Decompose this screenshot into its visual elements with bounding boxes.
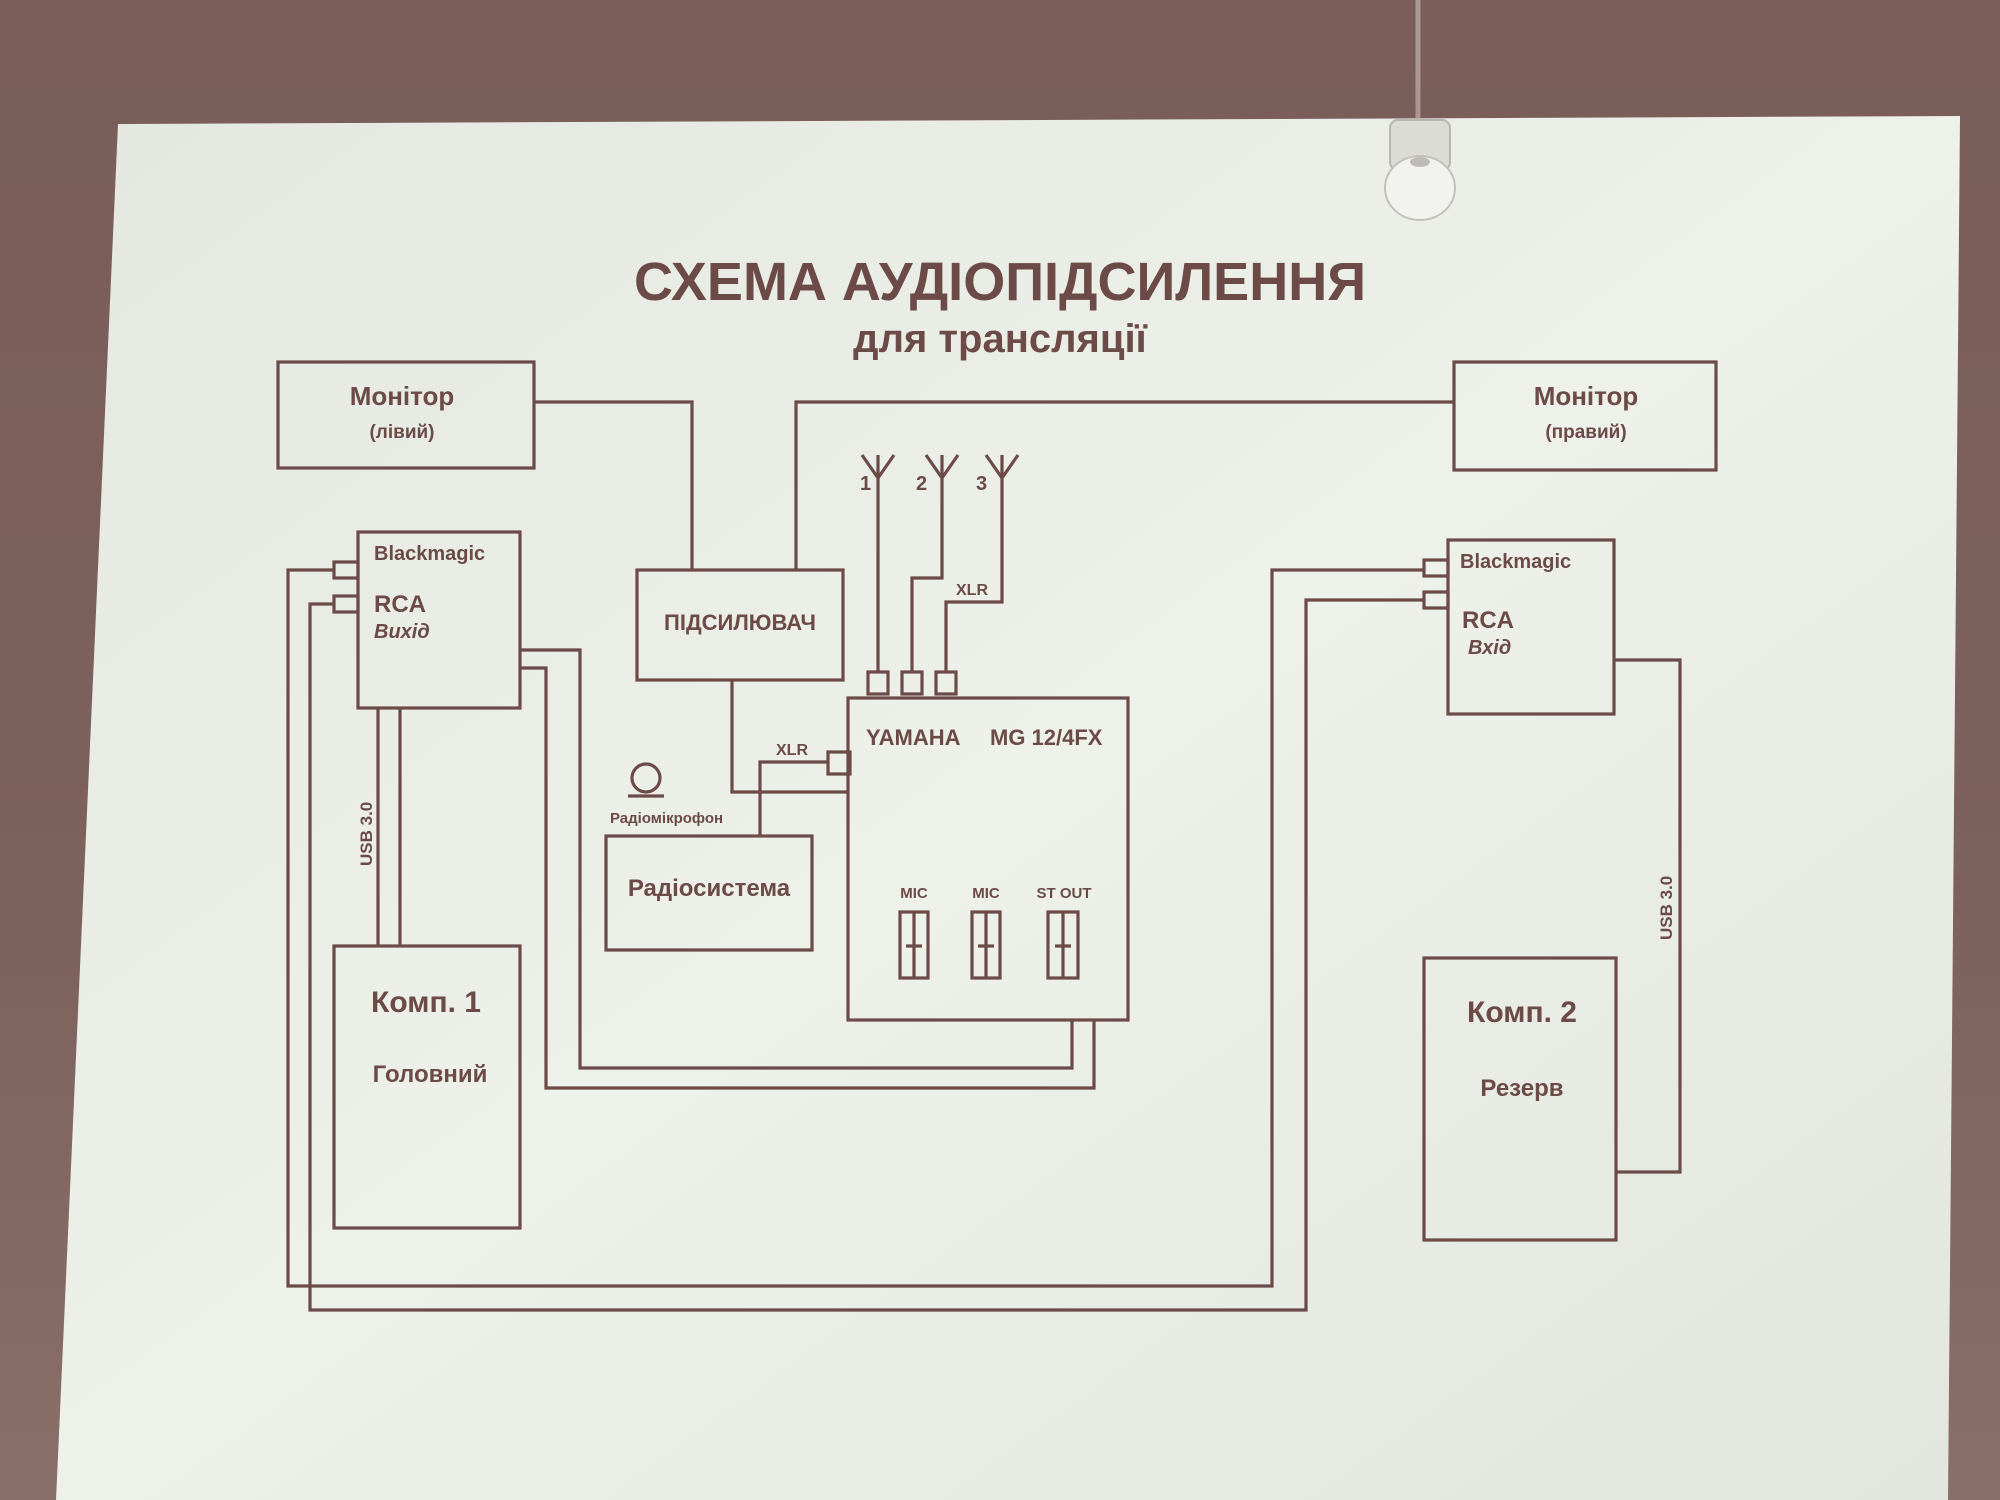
channel-st-out: ST OUT [1037, 885, 1092, 980]
channel-label: ST OUT [1037, 885, 1092, 902]
amplifier-box: ПІДСИЛЮВАЧ [635, 568, 845, 682]
comp1-name: Комп. 1 [371, 986, 481, 1019]
amplifier-label: ПІДСИЛЮВАЧ [664, 610, 816, 635]
blackmagic-left-port: RCA [374, 591, 426, 618]
blackmagic-left-box: Blackmagic RCA Вихід [332, 530, 522, 710]
comp1-role: Головний [373, 1061, 488, 1088]
blackmagic-right-dir: Вхід [1468, 637, 1511, 659]
blackmagic-right-name: Blackmagic [1460, 551, 1571, 573]
usb-left-label: USB 3.0 [357, 802, 376, 866]
wire-usb-right [1614, 658, 1682, 1174]
comp2-box: Комп. 2 Резерв [1422, 956, 1618, 1242]
radio-mic-icon [628, 762, 664, 798]
monitor-left-sub: (лівий) [369, 422, 434, 443]
xlr-top-label: XLR [956, 582, 988, 599]
antenna-1-icon: 1 [860, 454, 896, 672]
wire-bm-left-stout-b [520, 666, 1096, 1090]
blackmagic-right-port-1 [1422, 558, 1450, 578]
mixer-model: MG 12/4FX [990, 725, 1103, 750]
wire-monitor-left-amp [534, 400, 694, 570]
comp2-name: Комп. 2 [1467, 996, 1577, 1029]
antenna-2-icon: 2 [910, 454, 960, 672]
blackmagic-left-dir: Вихід [374, 621, 430, 643]
wire-monitor-right-amp [794, 400, 1454, 570]
comp2-role: Резерв [1480, 1075, 1563, 1102]
wire-bm-left-bm-right-a [286, 568, 1424, 1288]
comp1-box: Комп. 1 Головний [332, 944, 522, 1230]
wire-radiosystem-mixer [758, 760, 828, 836]
antenna-1-label: 1 [860, 473, 871, 495]
diagram-subtitle: для трансляції [853, 317, 1147, 361]
channel-label: MIC [900, 885, 928, 902]
ceiling-sensor-icon [1384, 119, 1456, 221]
mixer-box: YAMAHA MG 12/4FX [826, 696, 1130, 1022]
monitor-right-box: Монітор (правий) [1452, 360, 1718, 472]
wire-amp-mixer [730, 680, 848, 794]
channel-mic-2: MIC [970, 885, 1002, 980]
xlr-mid-label: XLR [776, 742, 808, 759]
monitor-left-label: Монітор [350, 381, 455, 411]
monitor-right-label: Монітор [1534, 381, 1639, 411]
usb-right-label: USB 3.0 [1657, 876, 1676, 940]
channel-label: MIC [972, 885, 1000, 902]
radio-system-label: Радіосистема [628, 875, 791, 902]
mixer-connector-1 [866, 670, 890, 696]
blackmagic-right-port: RCA [1462, 607, 1514, 634]
mixer-connector-3 [934, 670, 958, 696]
wire-bm-left-stout-a [520, 648, 1074, 1070]
monitor-right-sub: (правий) [1545, 422, 1626, 443]
mixer-connector-2 [900, 670, 924, 696]
mixer-brand: YAMAHA [866, 725, 961, 750]
antenna-2-label: 2 [916, 473, 927, 495]
antenna-3-label: 3 [976, 473, 987, 495]
radio-mic-label: Радіомікрофон [610, 810, 723, 827]
projection-screen [56, 116, 1960, 1500]
channel-mic-1: MIC [898, 885, 930, 980]
blackmagic-left-name: Blackmagic [374, 543, 485, 565]
antenna-3-icon: 3 [944, 454, 1020, 672]
wire-bm-left-bm-right-b [308, 598, 1424, 1312]
diagram-title: СХЕМА АУДІОПІДСИЛЕННЯ [634, 252, 1366, 312]
monitor-left-box: Монітор (лівий) [276, 360, 536, 470]
radio-system-box: Радіосистема [604, 834, 814, 952]
